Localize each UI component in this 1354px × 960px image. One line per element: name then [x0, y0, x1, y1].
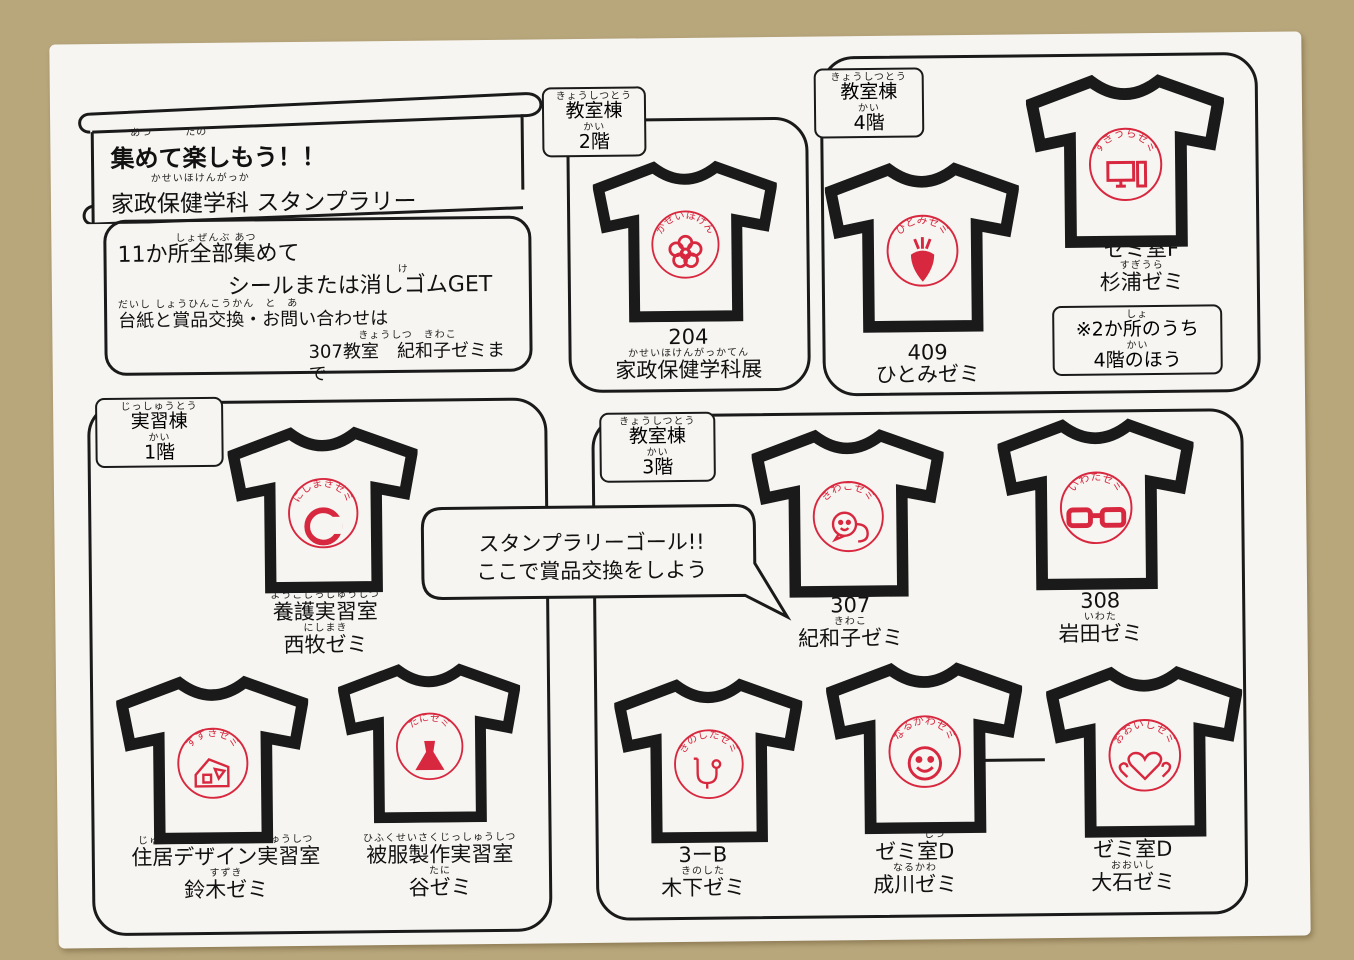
stamp-circle [1088, 127, 1163, 202]
name-308: 岩田ゼミ [1058, 621, 1143, 647]
tshirt-graphic: にしまきゼミ [226, 426, 419, 594]
stamp-circle [674, 729, 744, 799]
radish-icon [910, 237, 935, 282]
title-scroll-frame [78, 92, 543, 225]
stamp-circle [651, 210, 720, 279]
label-floor1-floor: 1階 [143, 441, 176, 464]
tshirt-graphic: いわたゼミ [996, 418, 1195, 591]
goal-text: スタンプラリーゴール!! ここで賞品交換をしよう [426, 527, 757, 586]
tshirt-graphic: おおいしゼミ [1045, 666, 1243, 839]
label-kinoshita: 3ーB きのした 木下ゼミ [628, 843, 779, 901]
stamp-circle [886, 214, 959, 287]
stamp-circle [888, 715, 962, 788]
goal-bubble [420, 503, 792, 621]
tshirt-graphic: すずきゼミ [115, 675, 309, 845]
label-floor4-building: 教室棟 [840, 80, 898, 104]
room-naru: ゼミ室D [875, 839, 955, 864]
name-307: 紀和子ゼミ [797, 625, 904, 651]
note-line-1: ※2か所のうち [1075, 317, 1199, 341]
pc-icon [1106, 160, 1148, 188]
tshirt-sOoishi: おおいしゼミ [1045, 664, 1244, 843]
room-tani: 被服製作実習室 [366, 841, 514, 868]
title-line-2: 家政保健学科 スタンプラリー [110, 188, 417, 218]
tshirt-sNishi: にしまきゼミ [226, 425, 419, 598]
tshirt-sSuzuki: すずきゼミ [115, 674, 310, 849]
tshirt-sKino: きのしたゼミ [613, 677, 804, 848]
tshirt-graphic: たにゼミ [337, 663, 521, 824]
label-floor3-floor: 3階 [642, 456, 674, 479]
room-409: 409 [907, 340, 948, 365]
name-409: ひとみゼミ [875, 361, 981, 387]
name-naru: 成川ゼミ [873, 872, 958, 897]
tshirt-sF: すぎうらゼミ [1025, 72, 1226, 252]
name-kino: 木下ゼミ [661, 875, 746, 901]
stamp-rally-sheet: あつ たの 集めて楽しもう！！ かせいほけんがっか 家政保健学科 スタンプラリー… [49, 31, 1311, 949]
name-F: 杉浦ゼミ [1099, 269, 1184, 295]
info-line-4: 307教室 紀和子ゼミまで [308, 339, 505, 385]
label-floor2-floor: 2階 [578, 130, 611, 153]
tshirt-sTani: たにゼミ [337, 662, 522, 828]
room-204: 204 [668, 324, 709, 350]
c-icon [304, 507, 343, 546]
goal-line-1: スタンプラリーゴール!! [478, 529, 705, 557]
label-nishimaki: ようごじっしゅうしつ 養護実習室 にしまき 西牧ゼミ [215, 589, 436, 657]
tshirt-graphic: かせいほけん [592, 160, 778, 323]
stamp-circle [288, 477, 359, 549]
info-text: しょぜんぶ あつ 11か所全部集めて け シールまたは消しゴムGET だいし し… [117, 230, 519, 388]
label-307: 307 きわこ 紀和子ゼミ [775, 593, 926, 651]
stamp-circle [812, 481, 884, 553]
tshirt-graphic: すぎうらゼミ [1025, 74, 1225, 249]
tshirt-s409: ひとみゼミ [824, 160, 1021, 337]
label-204: 204 かせいほけんがっかてん 家政保健学科展 [588, 324, 789, 383]
label-floor1-building: 実習棟 [130, 410, 188, 433]
stamp-circle [1108, 719, 1182, 792]
label-floor4-floor: 4階 [853, 111, 885, 135]
label-308: 308 いわた 岩田ゼミ [1025, 588, 1176, 647]
label-409: 409 ひとみゼミ [842, 340, 1012, 387]
tshirt-sNaru: なるかわゼミ [825, 660, 1024, 839]
name-suzuki: 鈴木ゼミ [184, 877, 269, 903]
tshirt-s307: きわこゼミ [750, 427, 945, 602]
smile-icon [907, 746, 943, 781]
tshirt-s204: かせいほけん [592, 159, 779, 327]
room-nishi: 養護実習室 [272, 599, 378, 625]
tshirt-graphic: なるかわゼミ [825, 662, 1023, 835]
label-floor4: きょうしつとう 教室棟 かい 4階 [813, 67, 925, 139]
stamp-circle [1059, 471, 1133, 545]
label-floor3: きょうしつとう 教室棟 かい 3階 [599, 411, 716, 483]
name-ooishi: 大石ゼミ [1091, 869, 1176, 895]
dress-icon [415, 740, 445, 771]
glasses-icon [1066, 507, 1127, 529]
name-tani: 谷ゼミ [408, 875, 472, 900]
chat-icon [831, 511, 869, 543]
house-icon [194, 757, 230, 788]
label-floor1: じっしゅうとう 実習棟 かい 1階 [95, 396, 224, 468]
stamp-circle [396, 712, 464, 781]
info-line-2: シールまたは消しゴムGET [227, 271, 493, 300]
name-204: 家政保健学科展 [615, 357, 763, 383]
goal-line-2: ここで賞品交換をしよう [476, 557, 708, 585]
tshirt-graphic: ひとみゼミ [824, 162, 1020, 333]
tshirt-s308: いわたゼミ [996, 417, 1195, 596]
label-tani: ひふくせいさくじっしゅうしつ 被服製作実習室 たに 谷ゼミ [330, 831, 551, 900]
stamp-circle [177, 727, 249, 799]
label-floor2-building: 教室棟 [565, 99, 623, 123]
label-floor2: きょうしつとう 教室棟 かい 2階 [541, 86, 647, 158]
label-floor3-building: 教室棟 [628, 424, 687, 448]
note-line-2: 4階のほう [1093, 348, 1182, 372]
stetho-icon [693, 757, 722, 789]
note-box: しょ ※2か所のうち かい 4階のほう [1052, 304, 1223, 376]
name-nishi: 西牧ゼミ [283, 632, 368, 658]
tshirt-graphic: きわこゼミ [750, 429, 945, 598]
title-line-1: 集めて楽しもう！！ [110, 142, 326, 173]
tshirt-graphic: きのしたゼミ [613, 678, 804, 844]
label-narukawa: しつ ゼミ室D なるかわ 成川ゼミ [840, 829, 991, 897]
title: あつ たの 集めて楽しもう！！ かせいほけんがっか 家政保健学科 スタンプラリー [110, 124, 491, 219]
hearts-icon [1118, 751, 1172, 781]
flower-icon [668, 234, 703, 269]
